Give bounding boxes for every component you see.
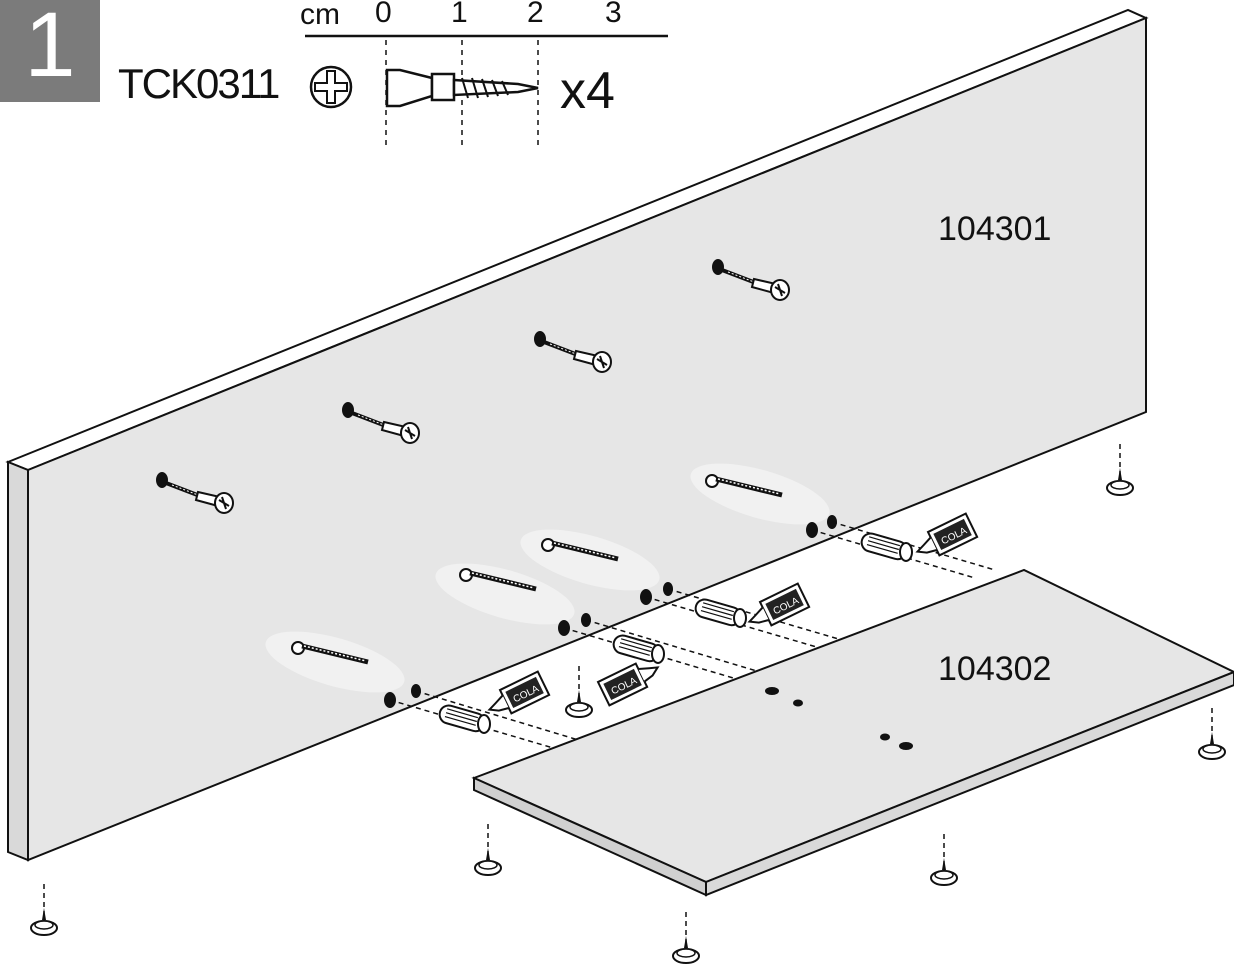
ruler-tick-3: 3 [605, 0, 622, 29]
ruler-unit: cm [300, 0, 340, 31]
back-panel-code: 104301 [938, 210, 1051, 248]
glue-bottle: COLA [915, 512, 979, 557]
foot [930, 833, 958, 886]
step-number: 1 [24, 0, 76, 96]
dowel [436, 702, 491, 735]
ruler-tick-2: 2 [527, 0, 544, 29]
foot [474, 823, 502, 876]
glue-bottle: COLA [596, 662, 660, 707]
dowel [692, 596, 747, 629]
glue-bottle: COLA [487, 670, 551, 715]
foot [30, 883, 58, 936]
ruler-tick-0: 0 [375, 0, 392, 29]
dowel [858, 530, 913, 563]
foot [1198, 707, 1226, 760]
ruler-tick-1: 1 [451, 0, 468, 29]
foot [672, 911, 700, 964]
bottom-panel: 104302 [471, 568, 1234, 897]
dowel [610, 632, 665, 665]
step-number-box [0, 0, 100, 102]
foot [1106, 443, 1134, 496]
hardware-code: TCK0311 [118, 60, 279, 107]
foot [565, 665, 593, 718]
panel-holes [765, 687, 913, 750]
screw-icon [385, 68, 539, 108]
phillips-head-icon [309, 65, 353, 109]
hardware-quantity: x4 [560, 62, 615, 120]
glue-bottle: COLA [747, 582, 811, 627]
bottom-panel-code: 104302 [938, 650, 1051, 688]
